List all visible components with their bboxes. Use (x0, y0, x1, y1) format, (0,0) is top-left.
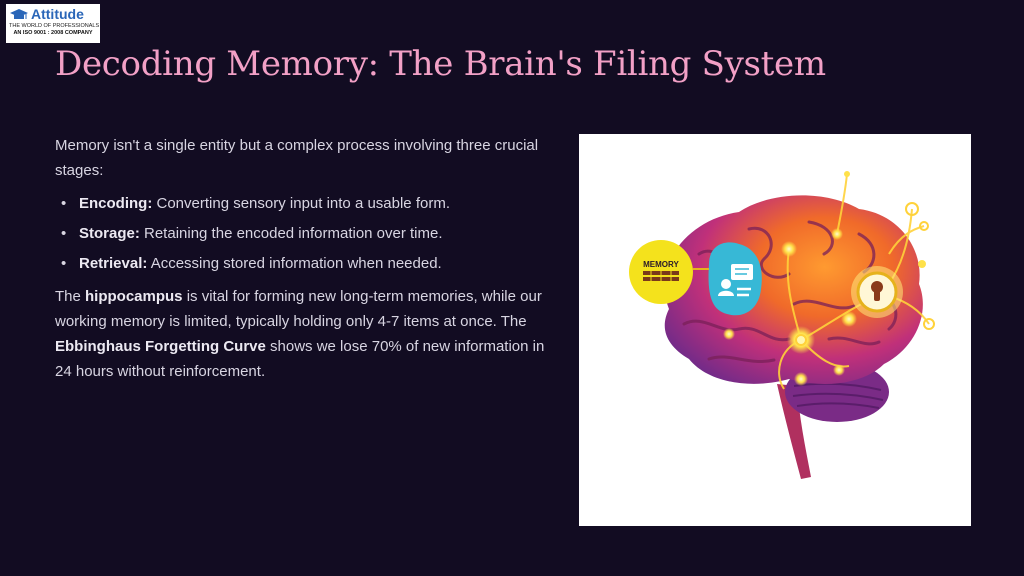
brain-illustration: MEMORY (579, 134, 971, 526)
logo-top-row: Attitude (9, 6, 97, 23)
bullet-icon: • (61, 255, 67, 272)
company-logo: Attitude The World Of Professionals An I… (6, 4, 100, 43)
profile-card-icon (708, 242, 762, 316)
logo-iso: An ISO 9001 : 2008 Company (13, 30, 93, 36)
highlight-forgetting-curve: Ebbinghaus Forgetting Curve (55, 338, 266, 355)
brain-icon: MEMORY (629, 171, 935, 479)
stage-term: Retrieval: (79, 255, 148, 272)
keyhole-lightbulb-icon (851, 266, 903, 318)
memory-badge-label: MEMORY (643, 260, 679, 269)
graduation-cap-icon (10, 9, 28, 19)
bullet-icon: • (61, 195, 67, 212)
logo-tagline: The World Of Professionals (9, 23, 100, 29)
closing-text: The (55, 288, 86, 305)
stage-description: Converting sensory input into a usable f… (152, 195, 450, 212)
stage-description: Accessing stored information when needed… (147, 255, 442, 272)
highlight-hippocampus: hippocampus (85, 288, 183, 305)
stage-item-storage: • Storage: Retaining the encoded informa… (55, 221, 545, 246)
slide-body: Memory isn't a single entity but a compl… (55, 133, 545, 384)
memory-badge-icon: MEMORY (629, 240, 709, 304)
stage-item-retrieval: • Retrieval: Accessing stored informatio… (55, 251, 545, 276)
slide-title: Decoding Memory: The Brain's Filing Syst… (55, 44, 826, 84)
stage-term: Encoding: (79, 195, 153, 212)
stage-item-encoding: • Encoding: Converting sensory input int… (55, 191, 545, 216)
stages-list: • Encoding: Converting sensory input int… (55, 191, 545, 276)
stage-description: Retaining the encoded information over t… (139, 225, 443, 242)
intro-paragraph: Memory isn't a single entity but a compl… (55, 137, 539, 179)
closing-text: is vital for forming new long-term memor… (55, 288, 542, 330)
bullet-icon: • (61, 225, 67, 242)
closing-text: shows we lose 70% of new information in … (55, 338, 545, 380)
closing-paragraph: The hippocampus is vital for forming new… (55, 284, 545, 384)
stage-term: Storage: (79, 225, 140, 242)
logo-name: Attitude (31, 6, 84, 22)
